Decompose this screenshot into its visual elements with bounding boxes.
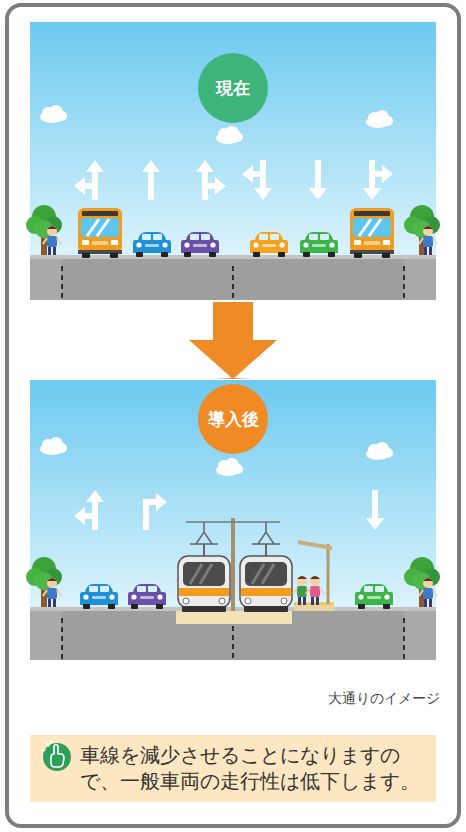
lane-arrow (146, 493, 167, 530)
lane-line (61, 266, 63, 300)
lane-arrow (196, 160, 226, 200)
sidewalk (404, 256, 436, 300)
car (128, 584, 166, 609)
badge-circle (198, 53, 268, 123)
lane-arrow (309, 160, 327, 200)
pantograph (265, 544, 267, 556)
tree (26, 205, 62, 255)
car (80, 584, 118, 609)
cloud (366, 110, 393, 128)
pantograph (190, 522, 218, 544)
pedestrian (419, 226, 437, 255)
transition-arrow (189, 302, 277, 379)
badge-circle (198, 384, 268, 454)
car (355, 584, 393, 609)
cloud (40, 437, 67, 455)
scene-badge: 導入後 (198, 384, 268, 454)
car (133, 232, 171, 257)
note-text: 車線を減少させることになりますので、一般車両の走行性は低下します。 (80, 742, 425, 794)
car (181, 232, 219, 257)
lane-line (403, 266, 405, 300)
sky (30, 380, 436, 614)
caption-label: 大通りのイメージ (328, 690, 440, 708)
lane-line (403, 618, 405, 660)
badge-text: 導入後 (198, 384, 268, 454)
car (250, 232, 288, 257)
cloud (366, 442, 393, 460)
cloud (40, 105, 67, 123)
sky (30, 22, 436, 262)
sidewalk (30, 608, 62, 660)
lane-arrow (142, 160, 160, 200)
tram (240, 556, 292, 612)
shelter-roof (298, 540, 332, 550)
passenger (306, 576, 324, 605)
transition-arrow-tip (213, 378, 253, 379)
road-edge (30, 255, 436, 259)
note-box: 車線を減少させることになりますので、一般車両の走行性は低下します。 (30, 735, 436, 802)
pantograph (252, 522, 280, 544)
pantograph (203, 544, 205, 556)
road (62, 259, 404, 300)
catenary-pole (231, 518, 235, 611)
cloud (216, 458, 243, 476)
tree (404, 205, 440, 255)
bus (350, 208, 394, 258)
pedestrian (419, 578, 437, 607)
road (62, 611, 404, 660)
tree (26, 557, 62, 607)
sidewalk (30, 256, 62, 300)
lane-line (232, 626, 234, 660)
after-street-scene (26, 378, 440, 660)
scene-badge: 現在 (198, 53, 268, 123)
lane-line (61, 618, 63, 660)
lane-arrow (74, 160, 104, 200)
sidewalk (404, 608, 436, 660)
pedestrian (43, 226, 61, 255)
bus (78, 208, 122, 258)
lane-line (232, 266, 234, 300)
car (300, 232, 338, 257)
cloud (216, 126, 243, 144)
shelter-pole (327, 544, 330, 604)
badge-text: 現在 (198, 53, 268, 123)
outer-frame (7, 5, 459, 826)
pedestrian (43, 578, 61, 607)
current-street-scene (26, 22, 440, 300)
tram (178, 556, 230, 612)
tree (404, 557, 440, 607)
track-bed (176, 611, 292, 624)
lane-arrow (242, 160, 272, 200)
lane-arrow (363, 160, 393, 200)
lane-arrow (74, 490, 104, 530)
lane-arrow (366, 490, 384, 530)
